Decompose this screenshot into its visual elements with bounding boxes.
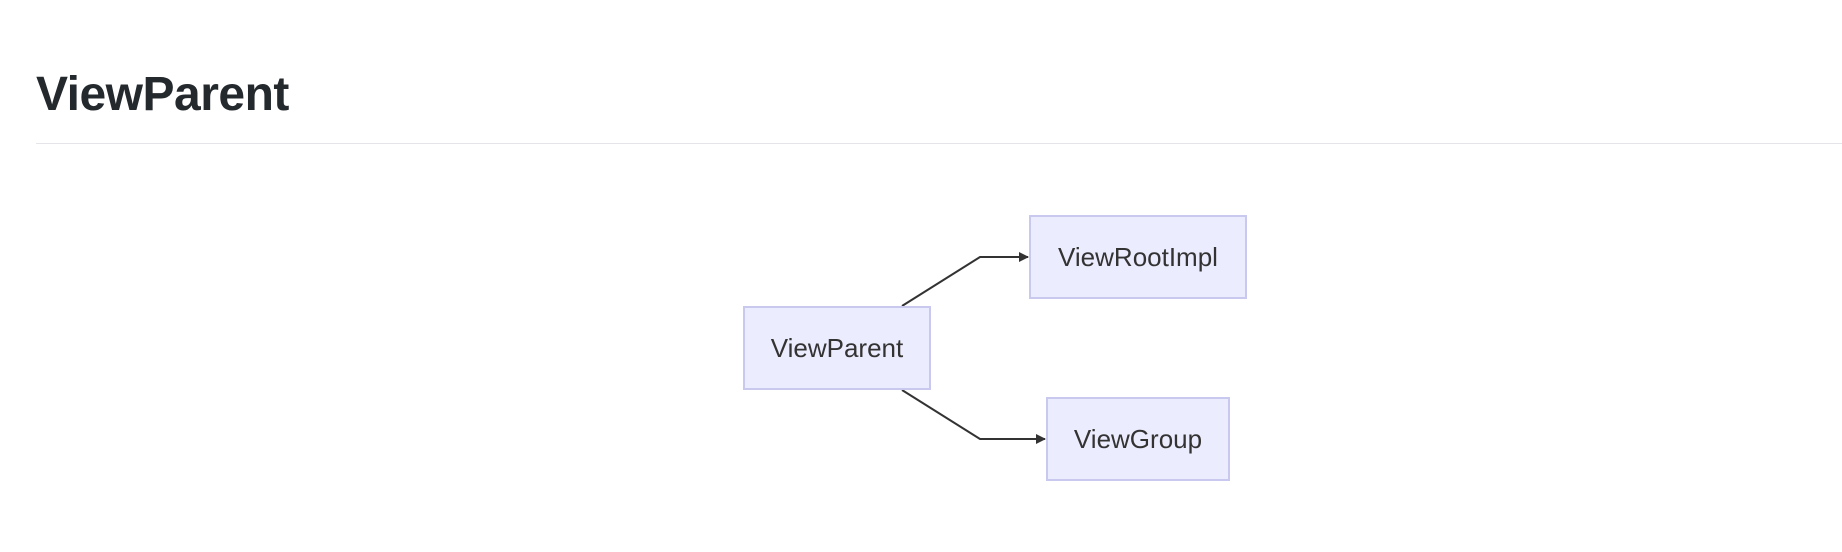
node-label: ViewRootImpl [1058, 241, 1218, 272]
node-viewparent: ViewParent [743, 306, 931, 390]
edge-viewparent-to-viewrootimpl [901, 252, 1029, 307]
node-label: ViewGroup [1073, 423, 1203, 454]
node-viewrootimpl: ViewRootImpl [1029, 215, 1247, 299]
page-title: ViewParent [36, 68, 289, 121]
title-divider [36, 143, 1842, 144]
edge-viewparent-to-viewgroup [901, 389, 1046, 444]
node-viewgroup: ViewGroup [1046, 397, 1230, 481]
node-label: ViewParent [770, 332, 904, 363]
